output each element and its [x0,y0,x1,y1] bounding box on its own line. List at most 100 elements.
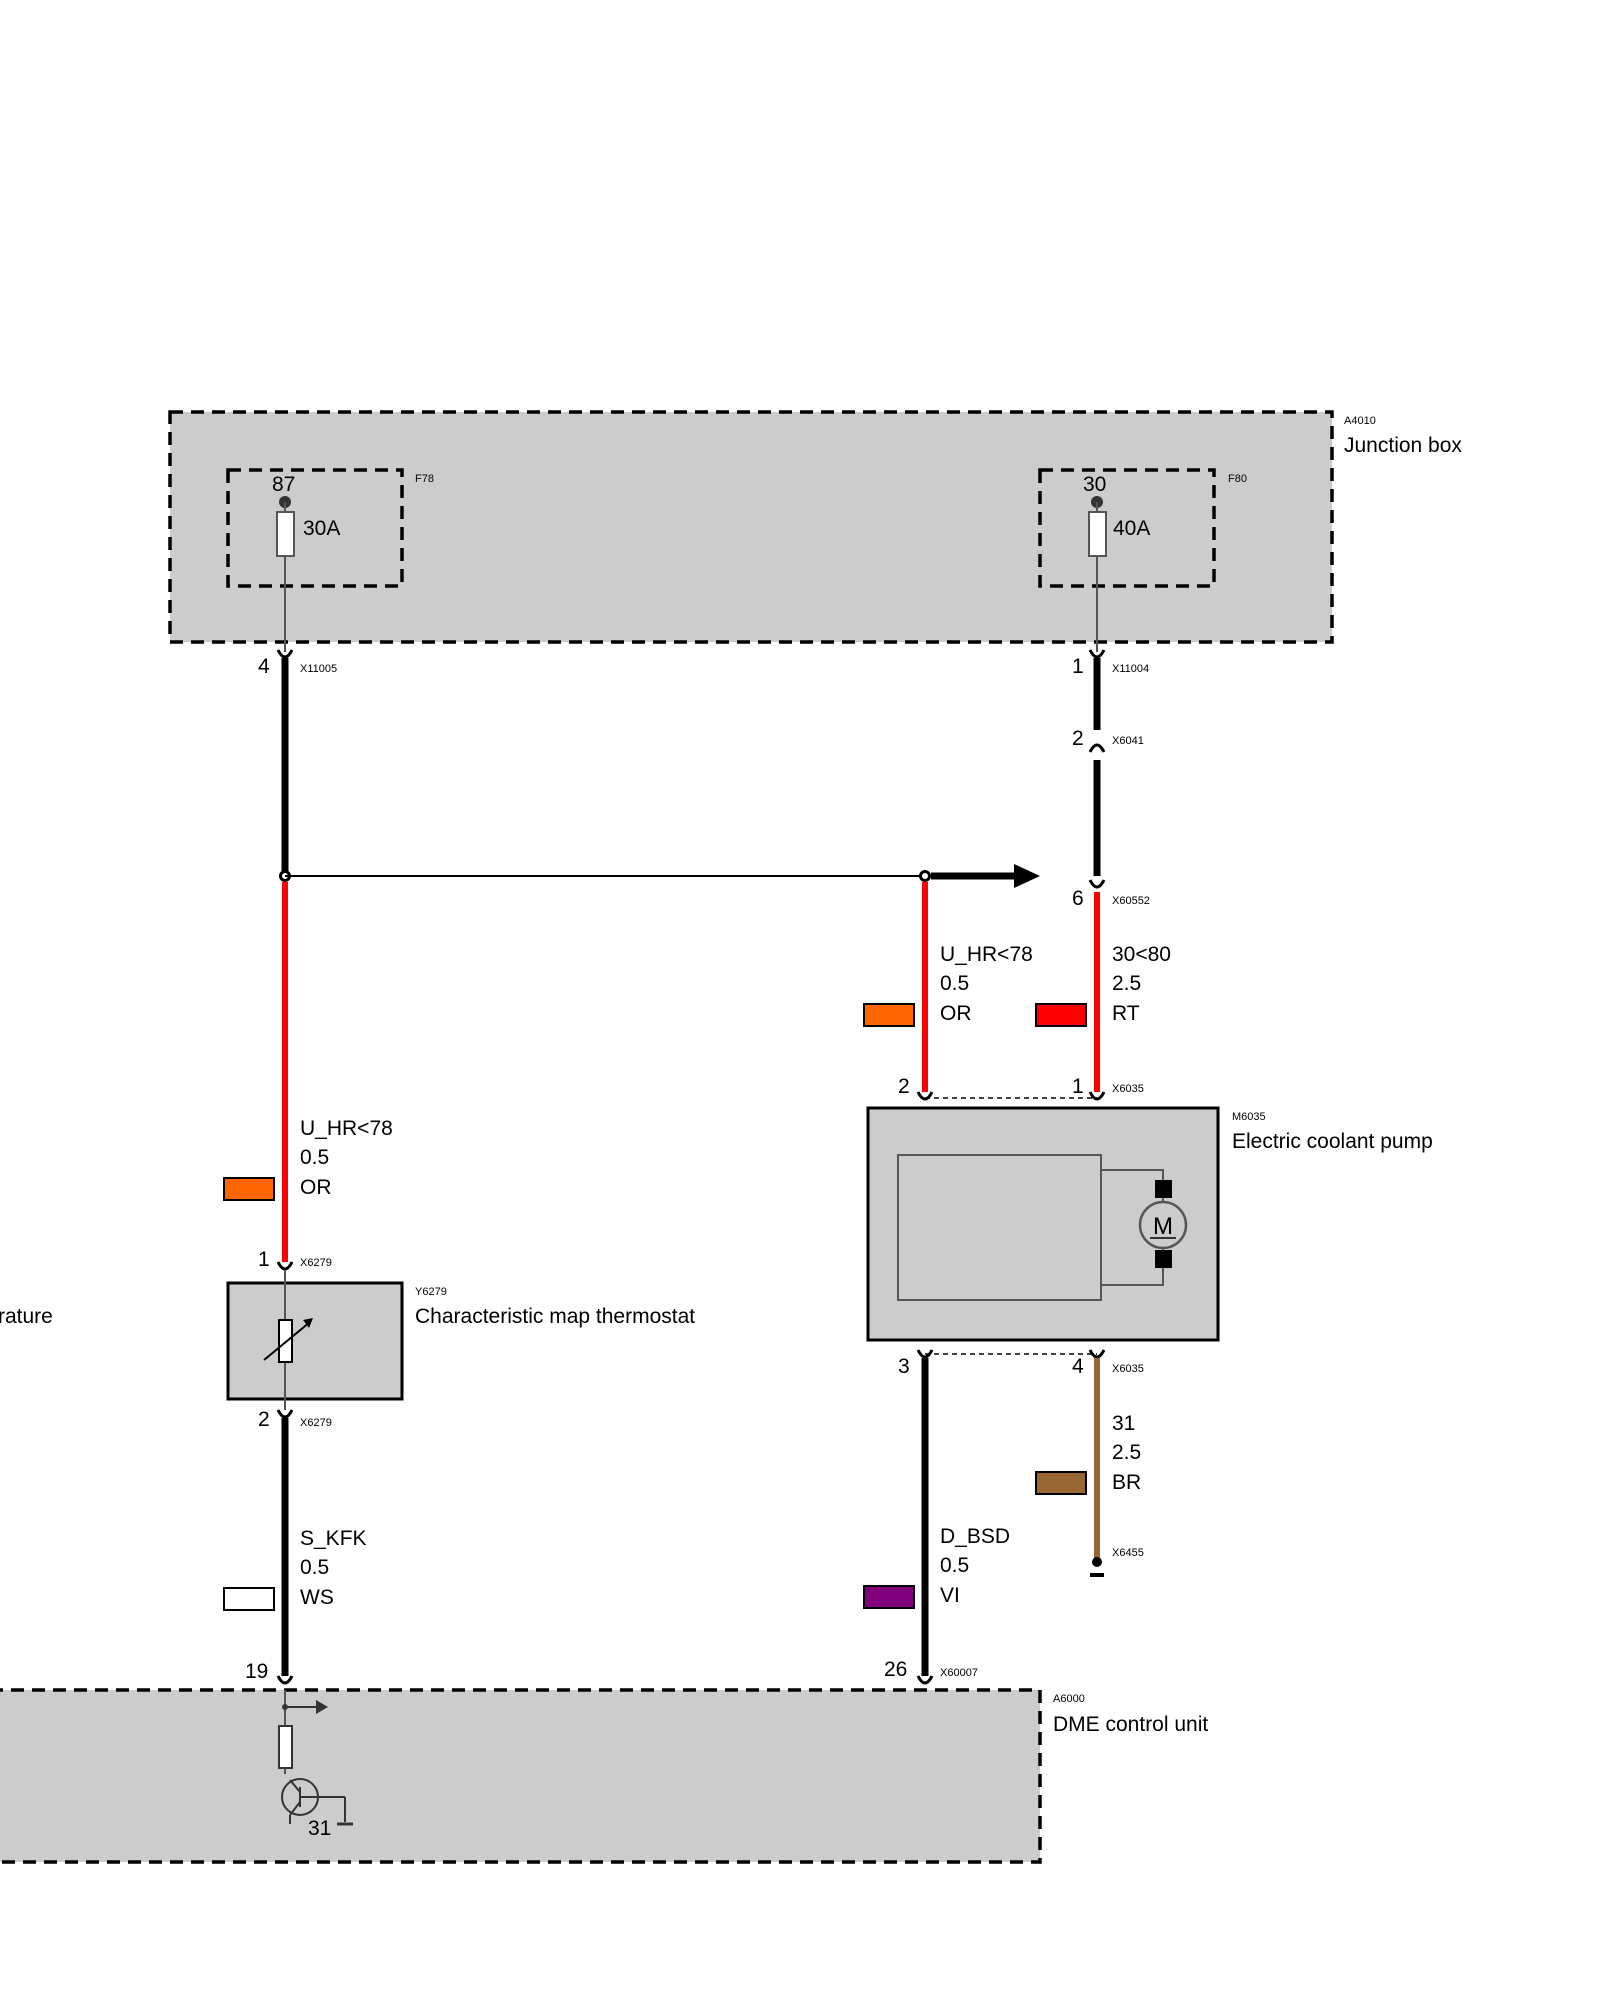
connector-x11004-pin: 1 [1072,655,1084,678]
connector-x6035-pin2: 2 [898,1075,910,1098]
connector-x11005-symbol [276,649,294,659]
wire-pump-power-color-code: RT [1112,1002,1140,1025]
dme-name: DME control unit [1053,1713,1208,1736]
fuse-f78-element [276,511,295,557]
wire-pump-supply-gauge: 0.5 [940,972,969,995]
connector-x6035-top-id: X6035 [1112,1083,1144,1095]
fuse-f80-terminal: 30 [1083,473,1106,496]
wire-pump-supply-swatch [863,1003,915,1027]
connector-x6035-pin2-symbol [916,1091,934,1101]
wire-pump-data-signal: D_BSD [940,1525,1010,1548]
thermostat-name: Characteristic map thermostat [415,1305,695,1328]
wire-thermostat-supply-gauge: 0.5 [300,1146,329,1169]
middle-wire-column: U_HR<78 0.5 OR 2 [863,882,1033,1101]
ground-point-x6455 [1092,1557,1102,1567]
wire-pump-power-swatch [1035,1003,1087,1027]
connector-x60007-id: X60007 [940,1667,978,1679]
connector-x60552-symbol [1088,879,1106,889]
connector-x6041-id: X6041 [1112,735,1144,747]
connector-x60007-right-symbol [916,1675,934,1685]
connector-x6041-pin: 2 [1072,727,1084,750]
connector-x6035-pin4-symbol [1088,1349,1106,1359]
wire-pump-supply-color-code: OR [940,1002,972,1025]
connector-x11004-id: X11004 [1112,663,1149,675]
connector-x6279-top-id: X6279 [300,1257,332,1269]
coolant-pump: M M6035 Electric coolant pump [866,1106,1433,1342]
dme-housing [0,1688,1042,1864]
dme-id: A6000 [1053,1693,1085,1705]
wire-pump-ground-swatch [1035,1471,1087,1495]
connector-x11005-pin: 4 [258,655,270,678]
fuse-f78-id: F78 [415,473,434,485]
fuse-f80-id: F80 [1228,473,1247,485]
fuse-f80: F80 30 40A [1038,468,1247,652]
dme-pullup-resistor [278,1725,293,1769]
connector-x60007-left-pin: 19 [245,1660,268,1683]
thermostat-id: Y6279 [415,1286,447,1298]
connector-x6035-bottom-id: X6035 [1112,1363,1144,1375]
wire-pump-data-swatch [863,1585,915,1609]
connector-x6279-bottom-pin: 2 [258,1408,270,1431]
pump-electronics-block [897,1154,1102,1301]
pump-bottom-wires: 3 4 X6035 D_BSD 0.5 VI 26 X60007 31 2.5 … [863,1349,1144,1685]
right-wire-column: 1 X11004 2 X6041 6 X60552 30<80 2.5 RT 1… [925,649,1171,1101]
wire-thermostat-signal-gauge: 0.5 [300,1556,329,1579]
thermostat-housing [226,1281,404,1401]
pump-name: Electric coolant pump [1232,1130,1433,1153]
fuse-f78-terminal: 87 [272,473,295,496]
left-lower-wire: 2 X6279 S_KFK 0.5 WS 19 [223,1408,367,1685]
connector-x6279-bottom-symbol [276,1409,294,1419]
connector-x60007-left-symbol [276,1675,294,1685]
continuation-arrow [1014,864,1040,888]
wire-pump-data-gauge: 0.5 [940,1554,969,1577]
motor-symbol-label: M [1153,1213,1173,1240]
connector-x60007-right-pin: 26 [884,1658,907,1681]
wire-pump-ground-signal: 31 [1112,1412,1135,1435]
fuse-f78: F78 87 30A [226,468,434,652]
wire-pump-data-color-code: VI [940,1584,960,1607]
connector-x6041-symbol [1088,743,1106,753]
motor-symbol [1138,1200,1188,1250]
junction-box-name: Junction box [1344,434,1462,457]
fuse-f78-rating: 30A [303,517,340,540]
wire-thermostat-supply-swatch [223,1177,275,1201]
wire-thermostat-supply-signal: U_HR<78 [300,1117,393,1140]
thermostat: Y6279 Characteristic map thermostat [226,1270,695,1410]
connector-x11005-id: X11005 [300,663,337,675]
connector-x6035-pin3: 3 [898,1355,910,1378]
wire-pump-power-signal: 30<80 [1112,943,1171,966]
connector-x6279-top-symbol [276,1261,294,1271]
wire-thermostat-signal-color-code: WS [300,1586,334,1609]
connector-x6279-bottom-id: X6279 [300,1417,332,1429]
connector-x60552-id: X60552 [1112,895,1150,907]
connector-x6035-pin4: 4 [1072,1355,1084,1378]
junction-box-id: A4010 [1344,415,1376,427]
cut-off-label: rature [0,1305,53,1328]
fuse-f80-element [1088,511,1107,557]
connector-x6035-pin1-symbol [1088,1091,1106,1101]
connector-x6035-pin1: 1 [1072,1075,1084,1098]
wire-thermostat-supply-color-code: OR [300,1176,332,1199]
wire-pump-ground-color-code: BR [1112,1471,1141,1494]
pump-id: M6035 [1232,1111,1266,1123]
connector-x6455-id: X6455 [1112,1547,1144,1559]
fuse-f78-frame [226,468,404,588]
wire-thermostat-signal-signal: S_KFK [300,1527,367,1550]
fuse-f80-rating: 40A [1113,517,1150,540]
fuse-f80-frame [1038,468,1216,588]
connector-x6035-pin3-symbol [916,1349,934,1359]
dme-ground-terminal: 31 [308,1817,331,1840]
signal-arrow [316,1700,328,1714]
wire-thermostat-signal-swatch [223,1587,275,1611]
wire-pump-ground-gauge: 2.5 [1112,1441,1141,1464]
junction-box: A4010 Junction box F78 87 30A F80 30 40A [168,410,1462,652]
wire-pump-power-gauge: 2.5 [1112,972,1141,995]
connector-x60552-pin: 6 [1072,887,1084,910]
connector-x11004-symbol [1088,649,1106,659]
branch-to-pump [285,864,1040,888]
dme-control-unit: A6000 DME control unit 31 [0,1688,1208,1864]
wire-pump-supply-signal: U_HR<78 [940,943,1033,966]
junction-box-housing [168,410,1334,644]
connector-x6279-top-pin: 1 [258,1248,270,1271]
